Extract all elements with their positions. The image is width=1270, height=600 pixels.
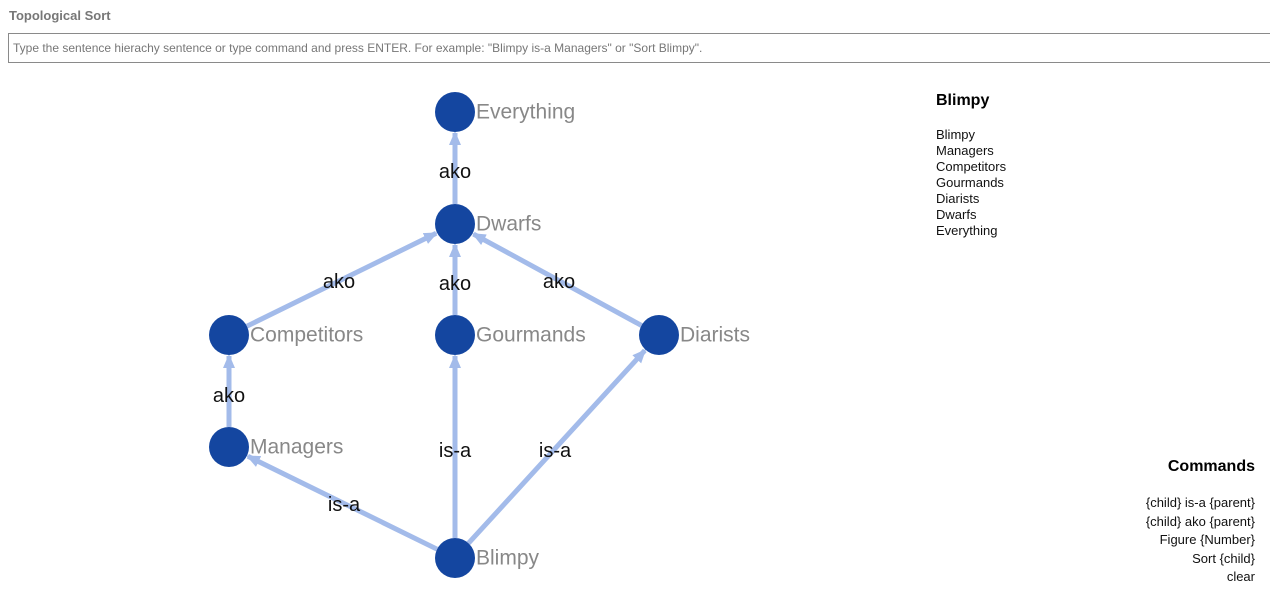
graph-node-diarists[interactable]: Diarists [639,315,750,355]
node-label: Diarists [680,324,750,347]
edge-label-competitors-dwarfs: ako [323,271,355,293]
command-input[interactable] [8,33,1270,63]
node-label: Gourmands [476,324,586,347]
edge-blimpy-diarists [466,348,647,545]
commands-list: {child} is-a {parent} {child} ako {paren… [1146,494,1255,587]
edge-label-gourmands-dwarfs: ako [439,273,471,295]
graph-node-gourmands[interactable]: Gourmands [435,315,586,355]
sort-result-item: Blimpy [936,127,976,142]
edge-label-diarists-dwarfs: ako [543,271,575,293]
sort-result-list: Blimpy Managers Competitors Gourmands Di… [936,127,1006,239]
command-item: clear [1226,569,1255,584]
node-circle[interactable] [435,204,475,244]
node-label: Everything [476,101,575,124]
sort-result-item: Diarists [936,191,980,206]
command-item: {child} ako {parent} [1145,513,1255,529]
graph-node-managers[interactable]: Managers [209,427,343,467]
sort-result-title: Blimpy [936,92,990,109]
sort-result-item: Dwarfs [936,207,977,222]
command-item: Sort {child} [1192,550,1255,566]
edge-blimpy-managers [246,454,439,552]
edge-label-managers-competitors: ako [213,385,245,407]
sort-result-item: Everything [936,223,998,238]
node-label: Blimpy [476,547,540,570]
app-title: Topological Sort [9,8,111,23]
edge-label-blimpy-diarists: is-a [539,440,572,462]
sort-result-item: Gourmands [936,175,1004,190]
edge-label-blimpy-managers: is-a [328,494,361,516]
graph-node-blimpy[interactable]: Blimpy [435,538,540,578]
edge-label-blimpy-gourmands: is-a [439,440,472,462]
sort-result-item: Competitors [936,159,1007,174]
commands-panel: Commands {child} is-a {parent} {child} a… [1146,458,1255,587]
node-circle[interactable] [435,92,475,132]
edge-diarists-dwarfs [471,231,643,328]
node-label: Competitors [250,324,363,347]
graph-node-competitors[interactable]: Competitors [209,315,363,355]
edge-label-dwarfs-everything: ako [439,161,471,183]
commands-title: Commands [1167,458,1255,475]
graph-node-dwarfs[interactable]: Dwarfs [435,204,541,244]
node-circle[interactable] [435,315,475,355]
sort-result-item: Managers [936,143,994,158]
node-circle[interactable] [639,315,679,355]
node-label: Managers [250,436,343,459]
node-circle[interactable] [435,538,475,578]
command-item: Figure {Number} [1159,532,1255,547]
node-circle[interactable] [209,427,249,467]
hierarchy-graph: ako ako ako ako ako is-a is-a is-a EverythingDw… [209,92,750,578]
sort-result-panel: Blimpy Blimpy Managers Competitors Gourm… [936,92,1006,239]
edge-competitors-dwarfs [245,231,438,329]
node-circle[interactable] [209,315,249,355]
node-label: Dwarfs [476,213,541,236]
graph-node-everything[interactable]: Everything [435,92,575,132]
command-item: {child} is-a {parent} [1145,495,1255,510]
